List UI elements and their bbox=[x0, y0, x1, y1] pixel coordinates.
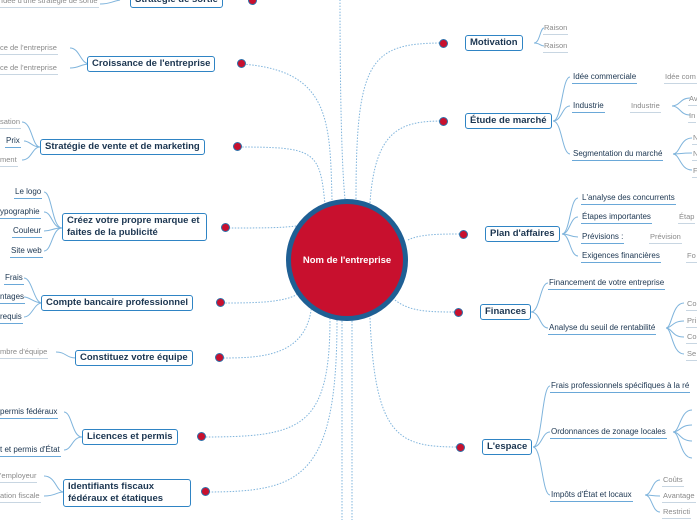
leaf-segmentation-3[interactable]: F bbox=[692, 166, 697, 178]
leaf-state-permits[interactable]: t et permis d'État bbox=[0, 445, 61, 457]
sub-competitor-analysis[interactable]: L'analyse des concurrents bbox=[581, 193, 676, 205]
leaf-motivation-reason-2[interactable]: Raison bbox=[543, 41, 569, 53]
topic-licenses-permits[interactable]: Licences et permis bbox=[82, 429, 178, 445]
topic-motivation-dot[interactable] bbox=[439, 39, 448, 48]
leaf-bank-fees[interactable]: Frais bbox=[4, 273, 24, 285]
topic-business-plan[interactable]: Plan d'affaires bbox=[485, 226, 560, 242]
topic-business-growth[interactable]: Croissance de l'entreprise bbox=[87, 56, 216, 72]
topic-finances[interactable]: Finances bbox=[480, 304, 532, 320]
leaf-industry[interactable]: Industrie bbox=[630, 101, 661, 113]
central-topic-label: Nom de l'entreprise bbox=[302, 254, 392, 266]
topic-exit-strategy[interactable]: Stratégie de sortie bbox=[130, 0, 223, 8]
sub-forecasts[interactable]: Prévisions : bbox=[581, 232, 625, 244]
sub-break-even[interactable]: Analyse du seuil de rentabilité bbox=[548, 323, 657, 335]
leaf-brand-color[interactable]: Couleur bbox=[12, 226, 43, 238]
leaf-sales-1[interactable]: sation bbox=[0, 117, 22, 129]
leaf-financial-requirements[interactable]: Fo bbox=[686, 251, 697, 263]
leaf-team-member[interactable]: mbre d'équipe bbox=[0, 347, 49, 359]
topic-space-dot[interactable] bbox=[456, 443, 465, 452]
leaf-brand-typography[interactable]: ypographie bbox=[0, 207, 41, 219]
leaf-break-even-2[interactable]: Pri bbox=[686, 316, 697, 328]
topic-market-study[interactable]: Étude de marché bbox=[465, 113, 552, 129]
central-topic[interactable]: Nom de l'entreprise bbox=[286, 199, 408, 321]
topic-space[interactable]: L'espace bbox=[482, 439, 533, 455]
topic-business-plan-dot[interactable] bbox=[459, 230, 468, 239]
leaf-segmentation-1[interactable]: N bbox=[692, 133, 697, 145]
leaf-break-even-4[interactable]: Se bbox=[686, 349, 697, 361]
topic-business-growth-dot[interactable] bbox=[237, 59, 246, 68]
sub-state-local-taxes[interactable]: Impôts d'État et locaux bbox=[550, 490, 633, 502]
leaf-sales-price[interactable]: Prix bbox=[5, 136, 21, 148]
topic-build-team[interactable]: Constituez votre équipe bbox=[75, 350, 193, 366]
leaf-taxes-restrictions[interactable]: Restricti bbox=[662, 507, 692, 519]
leaf-employer-id[interactable]: 'employeur bbox=[0, 471, 38, 483]
leaf-industry-b[interactable]: In bbox=[688, 111, 697, 123]
leaf-industry-a[interactable]: Av bbox=[688, 94, 697, 106]
leaf-brand-logo[interactable]: Le logo bbox=[14, 187, 43, 199]
sub-business-idea[interactable]: Idée commerciale bbox=[572, 72, 638, 84]
leaf-exit-idea[interactable]: Idée d'une stratégie de sortie bbox=[0, 0, 99, 8]
leaf-brand-website[interactable]: Site web bbox=[10, 246, 43, 258]
topic-sales-marketing-dot[interactable] bbox=[233, 142, 242, 151]
leaf-milestones[interactable]: Étap bbox=[678, 212, 696, 224]
topic-tax-ids[interactable]: Identifiants fiscaux fédéraux et étatiqu… bbox=[63, 479, 191, 507]
topic-tax-ids-dot[interactable] bbox=[201, 487, 210, 496]
topic-brand-advertising[interactable]: Créez votre propre marque et faites de l… bbox=[62, 213, 207, 241]
topic-licenses-permits-dot[interactable] bbox=[197, 432, 206, 441]
leaf-business-idea[interactable]: Idée com bbox=[664, 72, 697, 84]
leaf-bank-advantages[interactable]: ntages bbox=[0, 292, 26, 304]
topic-build-team-dot[interactable] bbox=[215, 353, 224, 362]
topic-finances-dot[interactable] bbox=[454, 308, 463, 317]
topic-business-bank[interactable]: Compte bancaire professionnel bbox=[41, 295, 194, 311]
leaf-growth-1[interactable]: ce de l'entreprise bbox=[0, 43, 58, 55]
topic-motivation[interactable]: Motivation bbox=[465, 35, 523, 51]
leaf-break-even-3[interactable]: Co bbox=[686, 332, 697, 344]
sub-zoning[interactable]: Ordonnances de zonage locales bbox=[550, 427, 667, 439]
leaf-segmentation-2[interactable]: N bbox=[692, 149, 697, 161]
leaf-break-even-1[interactable]: Co bbox=[686, 299, 697, 311]
sub-market-segmentation[interactable]: Segmentation du marché bbox=[572, 149, 664, 161]
topic-exit-strategy-dot[interactable] bbox=[248, 0, 257, 5]
leaf-taxes-costs[interactable]: Coûts bbox=[662, 475, 684, 487]
leaf-forecasts[interactable]: Prévision bbox=[649, 232, 682, 244]
sub-milestones[interactable]: Étapes importantes bbox=[581, 212, 652, 224]
topic-sales-marketing[interactable]: Stratégie de vente et de marketing bbox=[40, 139, 205, 155]
leaf-bank-requirements[interactable]: requis bbox=[0, 312, 23, 324]
sub-financing[interactable]: Financement de votre entreprise bbox=[548, 278, 666, 290]
topic-business-bank-dot[interactable] bbox=[216, 298, 225, 307]
sub-industry[interactable]: Industrie bbox=[572, 101, 605, 113]
sub-specific-costs[interactable]: Frais professionnels spécifiques à la ré bbox=[550, 381, 691, 393]
leaf-growth-2[interactable]: ce de l'entreprise bbox=[0, 63, 58, 75]
leaf-taxes-advantages[interactable]: Avantage bbox=[662, 491, 696, 503]
topic-market-study-dot[interactable] bbox=[439, 117, 448, 126]
sub-financial-requirements[interactable]: Exigences financières bbox=[581, 251, 661, 263]
leaf-tax-registration[interactable]: ation fiscale bbox=[0, 491, 41, 503]
topic-brand-advertising-dot[interactable] bbox=[221, 223, 230, 232]
leaf-federal-permits[interactable]: permis fédéraux bbox=[0, 407, 59, 419]
leaf-motivation-reason-1[interactable]: Raison bbox=[543, 23, 569, 35]
leaf-sales-3[interactable]: ment bbox=[0, 155, 18, 167]
